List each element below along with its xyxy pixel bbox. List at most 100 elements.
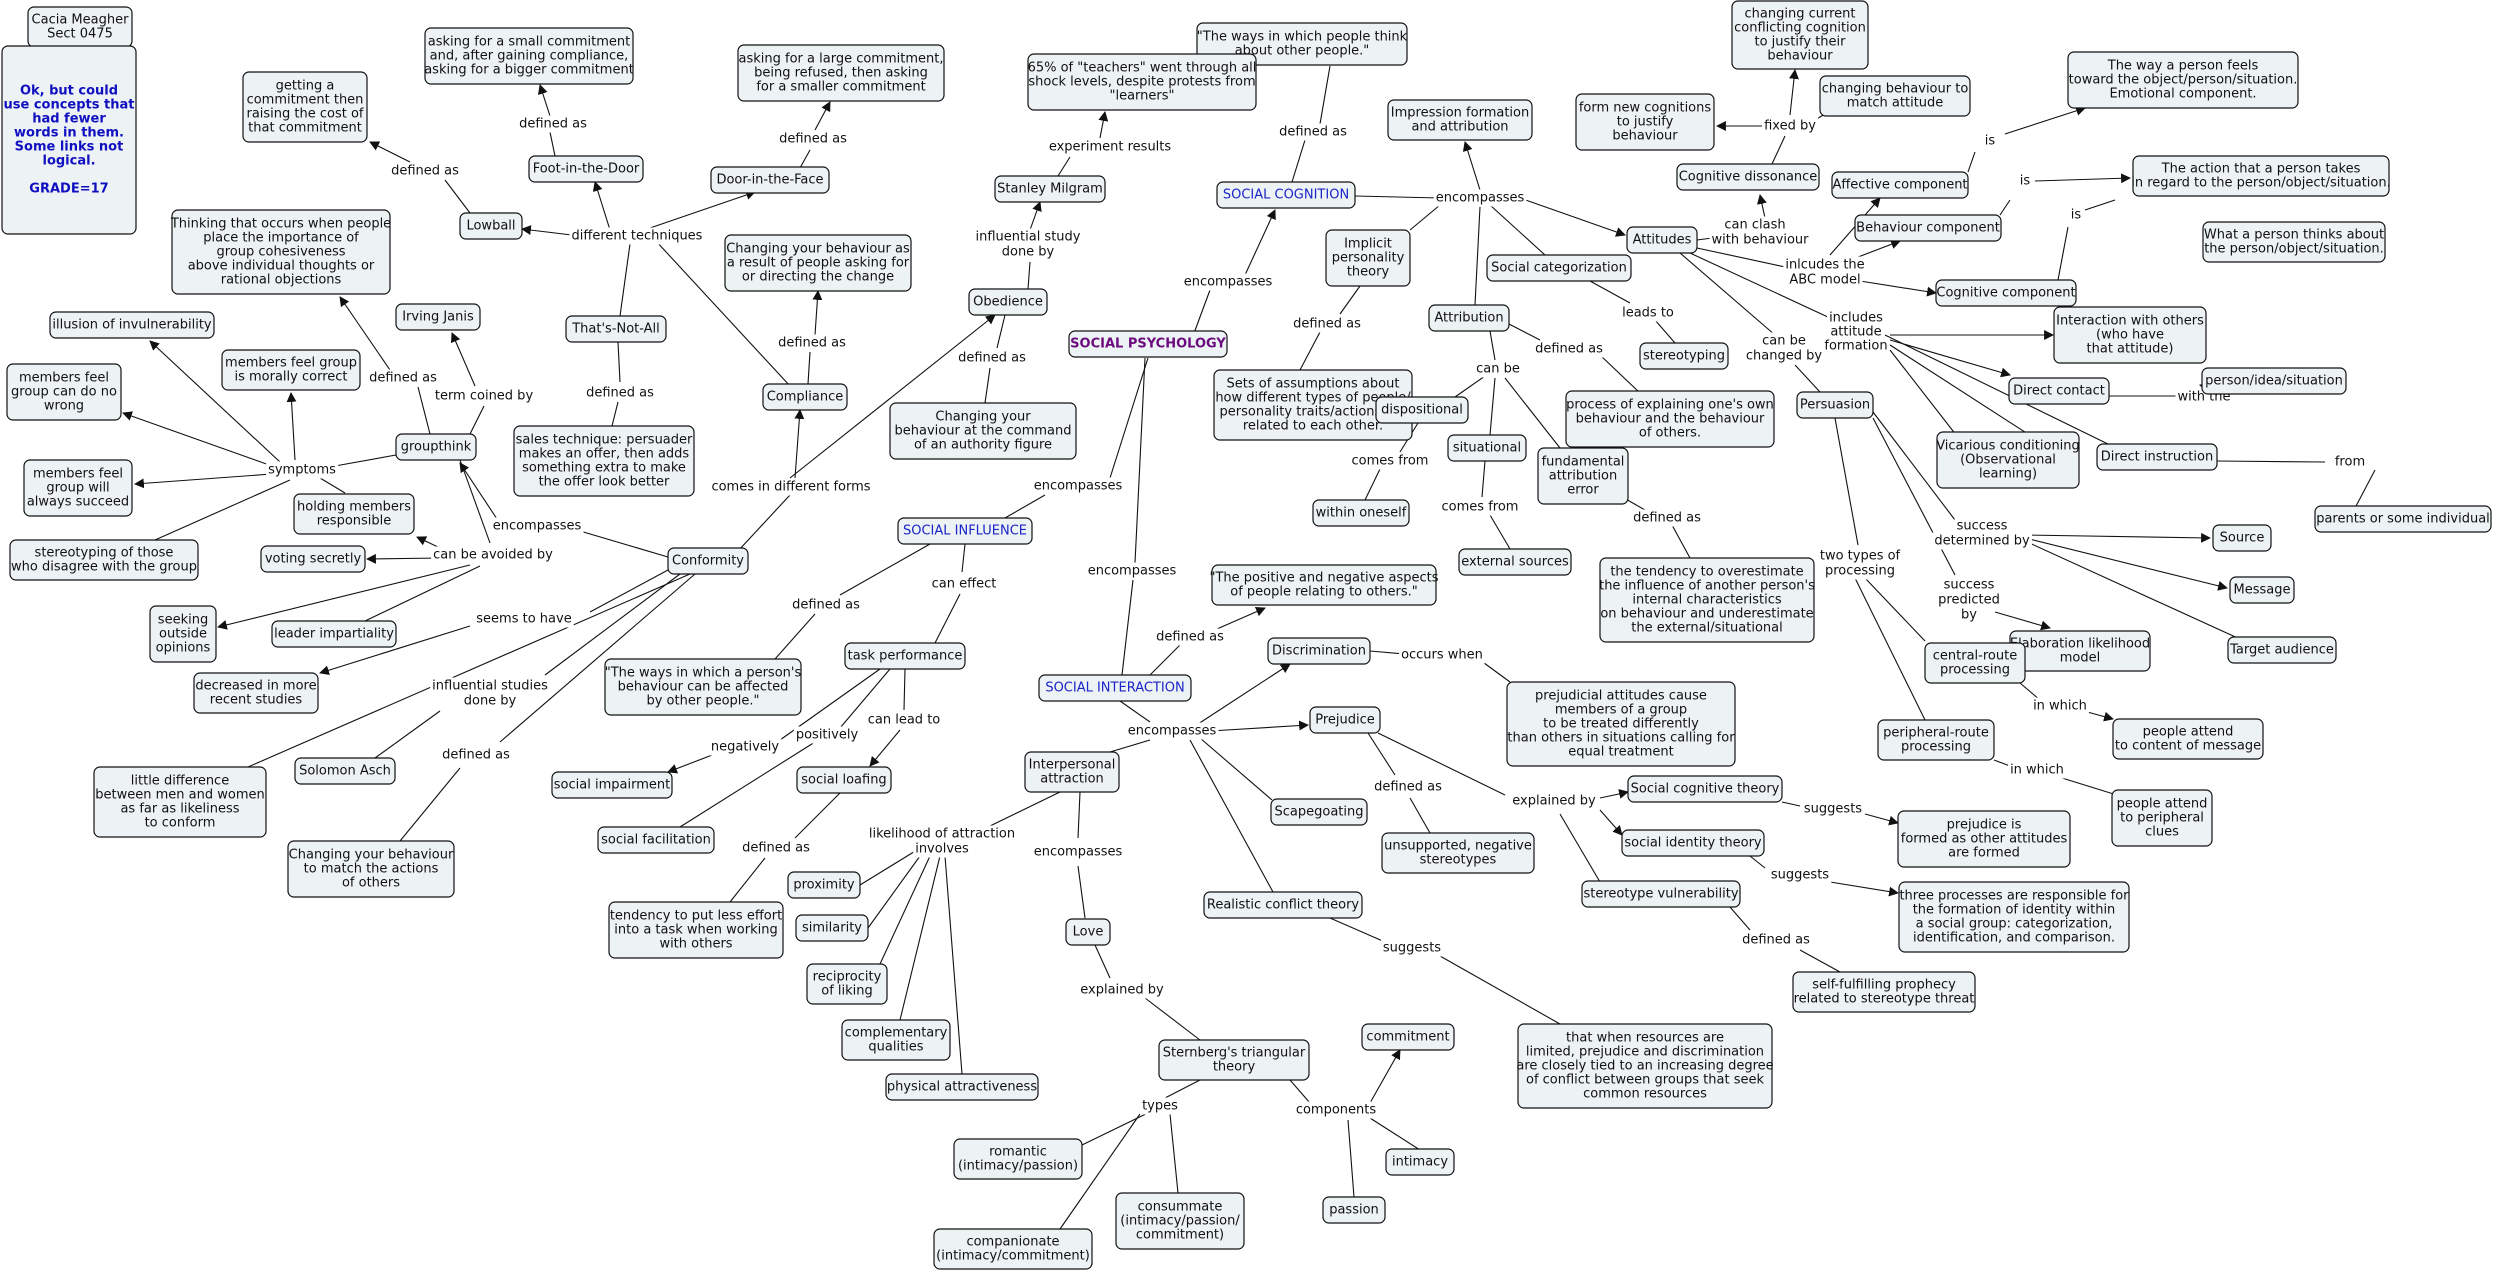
concept-node-intimacy[interactable]: intimacy: [1385, 1148, 1455, 1176]
concept-node-consummate[interactable]: consummate(intimacy/passion/commitment): [1115, 1192, 1245, 1250]
concept-node-attrdef[interactable]: process of explaining one's ownbehaviour…: [1565, 390, 1775, 448]
concept-node-taskperf[interactable]: task performance: [844, 642, 966, 670]
concept-node-behaviour[interactable]: Behaviour component: [1854, 214, 2002, 242]
concept-node-footdoor[interactable]: Foot-in-the-Door: [528, 155, 644, 183]
concept-node-personidea[interactable]: person/idea/situation: [2201, 367, 2347, 395]
concept-node-influence[interactable]: SOCIAL INFLUENCE: [897, 517, 1033, 545]
concept-node-conformity[interactable]: Conformity: [667, 547, 749, 575]
concept-node-passion[interactable]: passion: [1322, 1196, 1386, 1224]
concept-node-loafing[interactable]: social loafing: [796, 766, 892, 794]
concept-node-romantic[interactable]: romantic(intimacy/passion): [953, 1138, 1083, 1180]
concept-node-directcontact[interactable]: Direct contact: [2008, 377, 2110, 405]
concept-node-within[interactable]: within oneself: [1312, 499, 1410, 527]
concept-node-similarity[interactable]: similarity: [795, 914, 869, 942]
concept-node-doorface[interactable]: Door-in-the-Face: [710, 166, 830, 194]
concept-node-socialcat[interactable]: Social categorization: [1486, 254, 1632, 282]
concept-node-interaction[interactable]: SOCIAL INTERACTION: [1038, 674, 1192, 702]
concept-node-psych[interactable]: SOCIAL PSYCHOLOGY: [1068, 330, 1228, 358]
concept-node-impairment[interactable]: social impairment: [551, 771, 673, 799]
concept-node-vulnerability[interactable]: stereotype vulnerability: [1581, 880, 1741, 908]
concept-node-physical[interactable]: physical attractiveness: [885, 1073, 1039, 1101]
concept-node-compliance[interactable]: Compliance: [762, 383, 848, 411]
concept-node-affective[interactable]: Affective component: [1831, 171, 1969, 199]
concept-node-milgramres[interactable]: 65% of "teachers" went through allshock …: [1027, 53, 1257, 111]
concept-node-doordef[interactable]: asking for a large commitment,being refu…: [737, 44, 945, 102]
concept-node-sct[interactable]: Social cognitive theory: [1627, 775, 1783, 803]
concept-node-vicarious[interactable]: Vicarious conditioning(Observationallear…: [1936, 431, 2080, 489]
concept-node-dispositional[interactable]: dispositional: [1375, 396, 1469, 424]
concept-node-proximity[interactable]: proximity: [787, 871, 861, 899]
concept-node-obedience[interactable]: Obedience: [968, 288, 1048, 316]
concept-node-external[interactable]: external sources: [1458, 548, 1572, 576]
concept-node-realistic[interactable]: Realistic conflict theory: [1203, 891, 1363, 919]
concept-node-milgram[interactable]: Stanley Milgram: [994, 175, 1106, 203]
concept-node-scapegoating[interactable]: Scapegoating: [1270, 798, 1368, 826]
concept-node-discrimination[interactable]: Discrimination: [1267, 637, 1371, 665]
concept-node-facilitation[interactable]: social facilitation: [597, 826, 715, 854]
concept-node-companionate[interactable]: companionate(intimacy/commitment): [933, 1228, 1093, 1270]
concept-node-attitudes[interactable]: Attitudes: [1626, 226, 1698, 254]
concept-node-target[interactable]: Target audience: [2227, 636, 2337, 664]
concept-node-lowball[interactable]: Lowball: [459, 212, 523, 240]
concept-node-asch[interactable]: Solomon Asch: [294, 757, 396, 785]
concept-node-sit[interactable]: social identity theory: [1621, 829, 1765, 857]
concept-node-stereotyping[interactable]: stereotyping: [1639, 342, 1729, 370]
concept-node-notall[interactable]: That's-Not-All: [565, 315, 667, 343]
concept-node-parents[interactable]: parents or some individual: [2314, 505, 2492, 533]
concept-node-illusion[interactable]: illusion of invulnerability: [49, 311, 215, 339]
concept-node-dissonance[interactable]: Cognitive dissonance: [1676, 163, 1820, 191]
concept-node-attribution[interactable]: Attribution: [1428, 304, 1510, 332]
concept-node-groupthink[interactable]: groupthink: [395, 433, 477, 461]
concept-node-voting[interactable]: voting secretly: [260, 545, 366, 573]
concept-node-cognitive[interactable]: Cognitive component: [1935, 279, 2077, 307]
concept-node-love[interactable]: Love: [1065, 918, 1111, 946]
concept-node-commitment[interactable]: commitment: [1361, 1023, 1455, 1051]
concept-node-message[interactable]: Message: [2229, 576, 2295, 604]
concept-node-leader[interactable]: leader impartiality: [271, 620, 397, 648]
concept-node-prejudice[interactable]: Prejudice: [1309, 706, 1381, 734]
concept-node-irving[interactable]: Irving Janis: [395, 303, 481, 331]
